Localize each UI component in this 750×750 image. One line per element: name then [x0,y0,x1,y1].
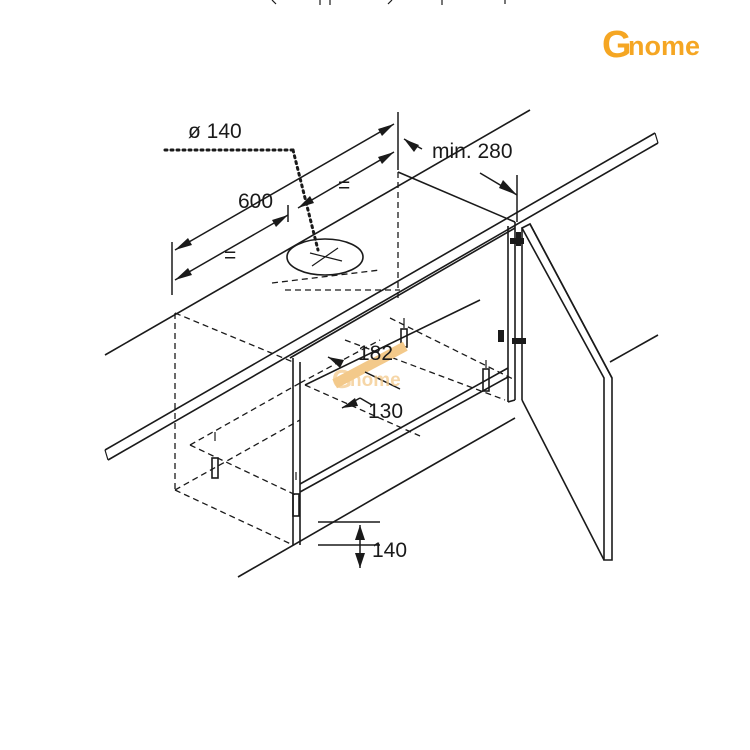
cutout-dimension [327,341,408,409]
duct-opening [163,148,381,284]
depth-dimension [403,138,518,222]
logo-letter: G [602,24,632,66]
width-label: 600 [238,190,273,213]
hidden-lines [174,172,516,546]
cutout-depth-label: 182 [358,342,393,365]
duct-diameter-label: ø 140 [188,120,242,143]
cabinet-outline [104,109,659,578]
logo-text: nome [628,31,700,61]
gnome-watermark: G nome [332,364,401,394]
screw-icon [292,472,300,517]
min-depth-label: min. 280 [432,140,513,163]
watermark-letter: G [332,364,352,394]
watermark-text: nome [350,370,401,391]
bottom-height-label: 140 [372,539,407,562]
width-equal-left: = [224,244,236,267]
door-hinges [498,232,526,344]
width-equal-right: = [338,174,350,197]
height-dimension [318,521,380,568]
cutout-slot [332,341,408,389]
cropped-top-marks [271,0,506,5]
gnome-logo: G nome [602,24,700,66]
cutout-width-label: 130 [368,400,403,423]
screw-icon [211,432,219,479]
screw-icon [482,360,490,392]
cabinet-door [520,222,613,561]
width-dimension [171,112,399,295]
mounting-screws [211,318,490,517]
